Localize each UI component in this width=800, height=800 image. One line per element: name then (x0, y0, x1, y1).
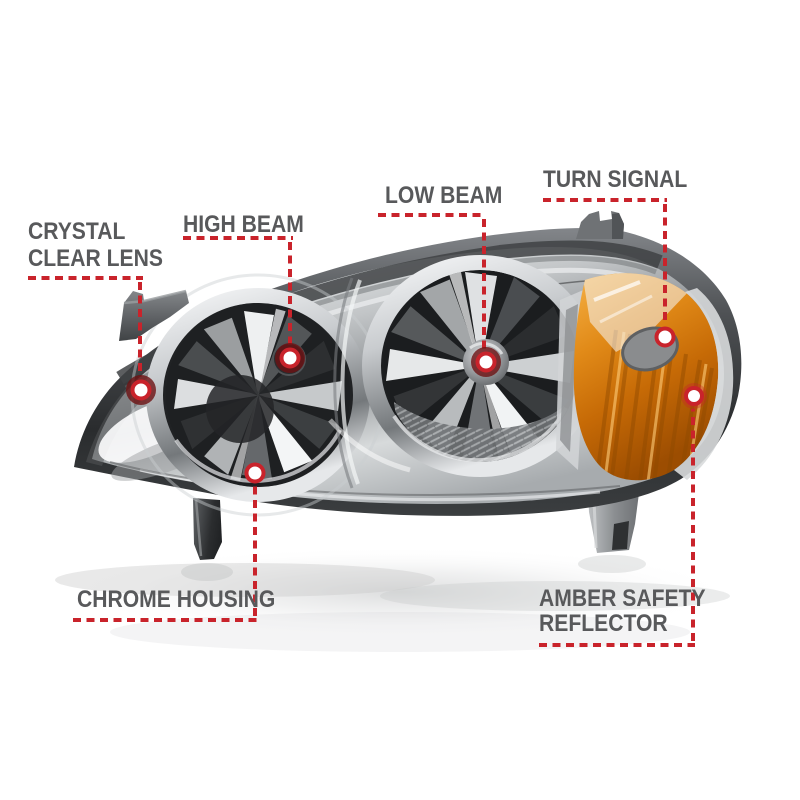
callout-line-crystal-clear-lens (28, 276, 143, 377)
callout-label-chrome-housing: CHROME HOUSING (77, 586, 275, 613)
label-line: HIGH BEAM (183, 211, 304, 238)
high-beam-reflector (130, 273, 386, 517)
mounting-leg-left (193, 498, 222, 560)
label-line: CLEAR LENS (28, 245, 163, 272)
label-line: CRYSTAL (28, 218, 126, 245)
callout-line-chrome-housing (73, 486, 257, 622)
lens-sculpt-lines (328, 277, 411, 489)
mounting-tab-top-center (576, 211, 624, 239)
label-line: AMBER SAFETY (539, 585, 706, 612)
callout-label-high-beam: HIGH BEAM (183, 211, 304, 238)
callout-label-crystal-clear-lens: CRYSTAL CLEAR LENS (28, 218, 163, 272)
callout-label-amber-safety-reflector: AMBER SAFETY REFLECTOR (539, 586, 706, 636)
callout-line-low-beam (378, 213, 486, 350)
callout-marker-crystal-clear-lens (126, 375, 156, 405)
callout-label-low-beam: LOW BEAM (385, 182, 502, 209)
callout-lines (28, 198, 707, 647)
callout-label-turn-signal: TURN SIGNAL (543, 166, 687, 193)
label-line: REFLECTOR (539, 610, 668, 637)
callout-marker-turn-signal (654, 326, 676, 348)
callout-line-turn-signal (543, 198, 667, 324)
callout-marker-chrome-housing (244, 462, 266, 484)
callout-marker-high-beam (275, 343, 305, 373)
label-line: LOW BEAM (385, 182, 503, 209)
callout-line-amber-safety-reflector (539, 409, 695, 647)
mounting-tab-top-left (119, 289, 189, 341)
callout-line-high-beam (183, 236, 293, 345)
callout-marker-amber-safety-reflector (681, 383, 707, 409)
label-line: TURN SIGNAL (543, 166, 688, 193)
callout-marker-low-beam (471, 347, 501, 377)
label-line: CHROME HOUSING (77, 586, 276, 613)
